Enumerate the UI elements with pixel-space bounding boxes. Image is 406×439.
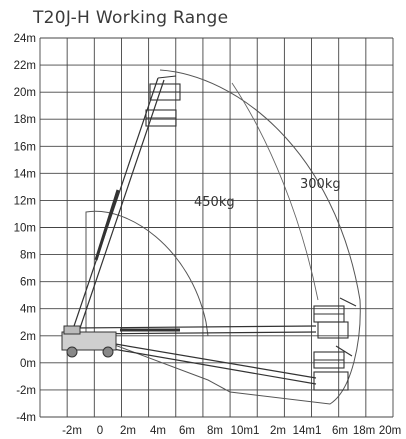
basket-lower [313, 345, 353, 391]
outer-envelope-300kg [111, 69, 361, 405]
x-tick-label: 0 [97, 425, 103, 437]
x-tick-label: 6m [332, 425, 348, 437]
intermediate-envelope [231, 82, 319, 301]
grid-lines [39, 37, 394, 418]
y-tick-label: 22m [14, 60, 36, 72]
boom-down [79, 337, 317, 385]
x-tick-label: 4m [150, 425, 166, 437]
x-tick-label: -2m [62, 425, 82, 437]
y-tick-label: 18m [14, 114, 36, 126]
y-tick-label: 0m [20, 358, 36, 370]
y-tick-label: 12m [14, 195, 36, 207]
page-title: T20J-H Working Range [33, 8, 229, 28]
basket-top [145, 75, 181, 127]
x-tick-label: 10m1 [231, 425, 260, 437]
x-tick-label: 14m1 [293, 425, 322, 437]
x-tick-label: 8m [207, 425, 223, 437]
x-tick-label: 18m [353, 425, 375, 437]
y-tick-label: 4m [20, 304, 36, 316]
y-tick-label: 8m [20, 250, 36, 262]
x-tick-label: 6m [179, 425, 195, 437]
x-tick-label: 2m [270, 425, 286, 437]
y-tick-label: -4m [16, 412, 36, 424]
y-tick-label: 20m [14, 87, 36, 99]
inner-envelope-450kg [85, 210, 209, 340]
basket-horizontal [313, 297, 357, 339]
machine-base [61, 325, 117, 358]
boom-vertical [71, 77, 165, 335]
x-axis-labels: -2m 0 2m 4m 6m 8m 10m1 2m 14m1 6m 18m 20m [62, 425, 401, 437]
y-tick-label: 24m [14, 33, 36, 45]
y-tick-label: 10m [14, 223, 36, 235]
y-tick-label: -2m [16, 385, 36, 397]
y-tick-label: 16m [14, 141, 36, 153]
y-tick-label: 2m [20, 331, 36, 343]
y-tick-label: 6m [20, 277, 36, 289]
label-450kg: 450kg [194, 195, 235, 210]
x-tick-label: 20m [379, 425, 401, 437]
y-axis-labels: 24m 22m 20m 18m 16m 14m 12m 10m 8m 6m 4m 2m 0m -2m -4m [14, 33, 36, 424]
y-tick-label: 14m [14, 168, 36, 180]
x-tick-label: 2m [120, 425, 136, 437]
label-300kg: 300kg [300, 177, 341, 192]
